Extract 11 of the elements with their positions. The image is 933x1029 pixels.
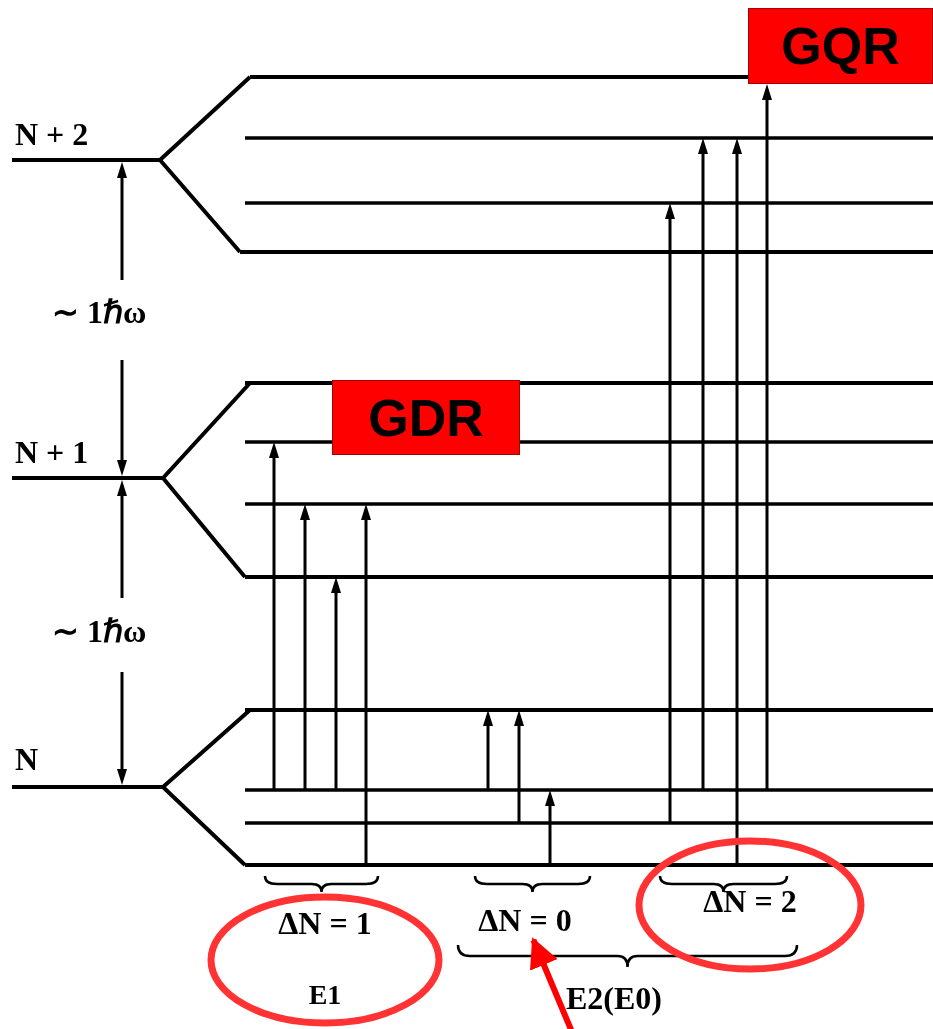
- label-box: [332, 380, 520, 455]
- box-label: GDR: [368, 391, 484, 444]
- highlight-ellipse: [635, 837, 865, 973]
- label-box: [748, 8, 933, 84]
- multipolarity-label: E1: [308, 981, 342, 1009]
- transition-label: ΔN = 0: [478, 904, 572, 936]
- transition-label: ΔN = 2: [703, 885, 797, 917]
- transition-label: ΔN = 1: [278, 907, 372, 939]
- highlight-ellipse: [207, 893, 443, 1027]
- box-label: GQR: [781, 20, 900, 72]
- pointer-arrow: [530, 937, 575, 1029]
